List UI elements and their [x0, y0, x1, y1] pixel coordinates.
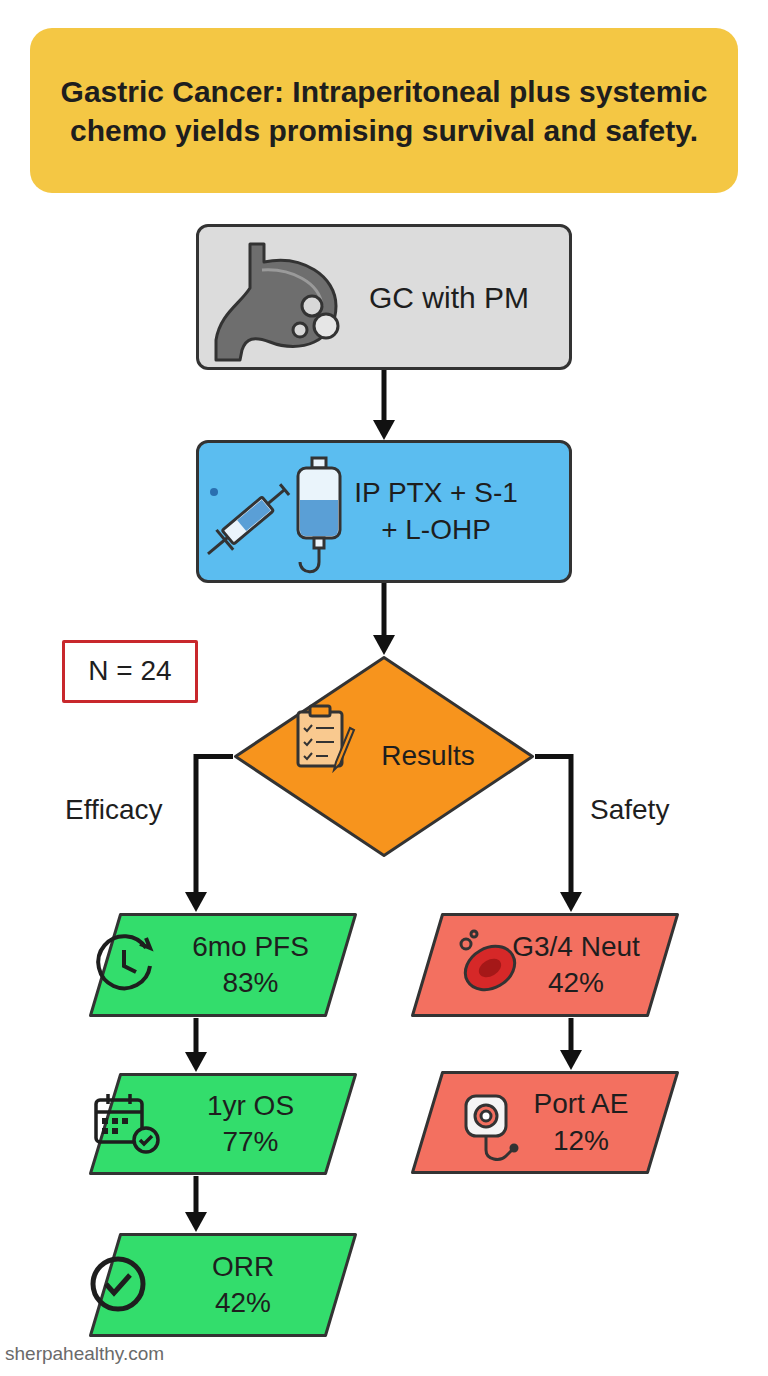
connector: [560, 1018, 582, 1070]
node-text-wrap: ORR42%: [88, 1232, 358, 1338]
connector-line: [196, 757, 233, 893]
edge-label: Efficacy: [65, 794, 163, 826]
node-label: Port AE: [534, 1086, 629, 1122]
node-value: 42%: [215, 1285, 271, 1321]
node-text-wrap: N = 24: [65, 643, 195, 700]
title-text: Gastric Cancer: Intraperitoneal plus sys…: [59, 72, 709, 150]
arrow-head: [185, 1212, 207, 1232]
node-text-wrap: GC with PM: [199, 227, 569, 367]
node-value: 77%: [222, 1124, 278, 1160]
node-label: ORR: [212, 1249, 274, 1285]
node-label: IP PTX + S-1 + L-OHP: [349, 475, 523, 548]
parallelogram-shape: [88, 1072, 358, 1176]
node-text-wrap: IP PTX + S-1 + L-OHP: [199, 443, 569, 580]
result-box: G3/4 Neut42%: [410, 912, 680, 1018]
node-text-wrap: Port AE12%: [410, 1070, 680, 1175]
node-text-wrap: Results: [233, 655, 535, 858]
shape-outline: [91, 1235, 356, 1336]
result-box: 6mo PFS83%: [88, 912, 358, 1018]
node-text-wrap: G3/4 Neut42%: [410, 912, 680, 1018]
node-value: 83%: [222, 965, 278, 1001]
connector-line: [194, 1018, 199, 1052]
process-box: GC with PM: [196, 224, 572, 370]
arrow-head: [185, 892, 207, 912]
arrow-head: [560, 892, 582, 912]
watermark: sherpahealthy.com: [5, 1343, 164, 1365]
node-label: G3/4 Neut: [512, 929, 640, 965]
connector-line: [569, 1018, 574, 1050]
connector-line: [535, 757, 571, 893]
connector-line: [382, 370, 387, 420]
arrow-head: [373, 635, 395, 655]
arrow-head: [373, 420, 395, 440]
shape-outline: [91, 1075, 356, 1174]
parallelogram-shape: [88, 912, 358, 1018]
connector: [373, 370, 395, 440]
node-text-wrap: 1yr OS77%: [88, 1072, 358, 1176]
shape-outline: [413, 1073, 678, 1173]
shape-outline: [91, 915, 356, 1016]
title-band: Gastric Cancer: Intraperitoneal plus sys…: [30, 28, 738, 193]
process-box: IP PTX + S-1 + L-OHP: [196, 440, 572, 583]
parallelogram-shape: [88, 1232, 358, 1338]
connector: [185, 757, 233, 913]
node-value: 42%: [548, 965, 604, 1001]
connector-line: [382, 583, 387, 635]
node-value: 12%: [553, 1123, 609, 1159]
node-label: Results: [381, 738, 474, 774]
node-text-wrap: 6mo PFS83%: [88, 912, 358, 1018]
sample-size-box: N = 24: [62, 640, 198, 703]
connector: [185, 1018, 207, 1072]
edge-label: Safety: [590, 794, 669, 826]
connector: [185, 1176, 207, 1232]
node-label: 6mo PFS: [192, 929, 309, 965]
shape-outline: [413, 915, 678, 1016]
node-label: N = 24: [88, 653, 171, 689]
result-box: 1yr OS77%: [88, 1072, 358, 1176]
node-label: 1yr OS: [207, 1088, 294, 1124]
connector-line: [194, 1176, 199, 1212]
decision-diamond: Results: [233, 655, 535, 858]
shape-outline: [236, 658, 533, 856]
connector: [373, 583, 395, 655]
arrow-head: [185, 1052, 207, 1072]
result-box: Port AE12%: [410, 1070, 680, 1175]
arrow-head: [560, 1050, 582, 1070]
node-label: GC with PM: [369, 278, 529, 317]
parallelogram-shape: [410, 1070, 680, 1175]
result-box: ORR42%: [88, 1232, 358, 1338]
connector: [535, 757, 582, 913]
parallelogram-shape: [410, 912, 680, 1018]
